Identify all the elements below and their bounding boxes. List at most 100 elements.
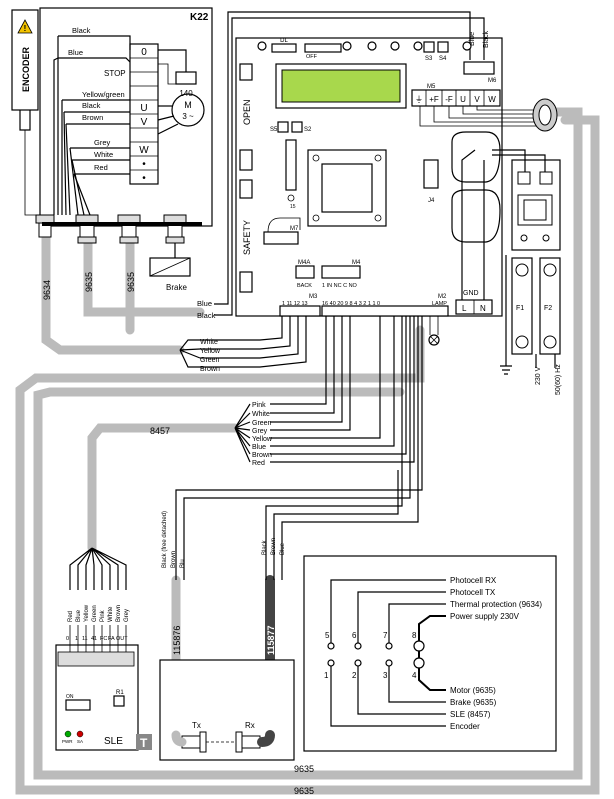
sle-cable-wire-0: Pink (252, 402, 266, 409)
m2-label: M2 (438, 294, 447, 300)
pin-6: 6 (352, 631, 357, 640)
fuse-f1 (511, 257, 533, 355)
legend-brake: Brake (9635) (450, 698, 497, 707)
f2-label: F2 (544, 305, 552, 312)
svg-text:•: • (142, 159, 146, 170)
k22-wire-5: Grey (94, 138, 111, 147)
svg-text:Brown: Brown (271, 538, 277, 555)
m4a-connector (295, 265, 315, 279)
svg-text:Brown: Brown (171, 551, 177, 568)
cable-115877-label: 115877 (266, 625, 276, 655)
pin-8: 8 (412, 631, 417, 640)
k22-terminal-0: 0 (141, 47, 147, 58)
m5-label: M5 (427, 84, 436, 90)
k22-bottom-bar (42, 222, 202, 226)
s3-label: S3 (425, 56, 433, 62)
t-badge-label: T (140, 736, 148, 750)
dl-label: DL (280, 38, 288, 44)
pwr-led (64, 730, 72, 738)
svg-text:0: 0 (66, 636, 69, 642)
t-badge (136, 734, 152, 750)
svg-text:!: ! (24, 24, 27, 33)
trimmer-row (257, 41, 472, 51)
cable-9635-b-label: 9635 (126, 272, 136, 292)
connector-leader-lines (330, 579, 446, 727)
encoder-label: ENCODER (21, 46, 31, 92)
s4-label: S4 (439, 56, 447, 62)
s5-label: S5 (270, 127, 278, 133)
cable-9635-bottom-outer (15, 115, 600, 795)
m6-label: M6 (488, 78, 497, 84)
open-connector (239, 63, 253, 81)
encoder-wire-black: Black (197, 311, 216, 320)
sle-r1-label: R1 (116, 690, 124, 696)
m4a-label: M4A (298, 260, 310, 266)
legend-sle: SLE (8457) (450, 710, 491, 719)
m5-terminals (425, 90, 485, 106)
safety-label: SAFETY (242, 220, 252, 255)
lcd-screen (281, 69, 401, 103)
fuse-f2 (539, 257, 561, 355)
j4-connector (423, 159, 439, 189)
encoder-wire-blue: Blue (197, 299, 212, 308)
legend-photocell-tx: Photocell TX (450, 588, 496, 597)
svg-text:Blu: Blu (180, 559, 186, 568)
off-label: OFF (306, 54, 318, 60)
sle-terminal-labels: 0 1 11 41 FC FA OUT (66, 636, 128, 642)
svg-text:•: • (142, 173, 146, 184)
svg-text:Blue: Blue (280, 542, 286, 555)
pin-1: 1 (324, 671, 329, 680)
sle-wires-to-board (270, 316, 415, 463)
pwr-label: PWR (62, 739, 73, 744)
m5-term-2: -F (445, 95, 453, 104)
svg-text:Black: Black (262, 539, 268, 555)
m3-wire-brown: Brown (200, 366, 220, 373)
gnd-label: GND (463, 290, 479, 297)
sle-cable-wire-4: Yellow (252, 436, 273, 443)
side-connector-4 (239, 271, 253, 293)
sle-cable-wire-3: Grey (252, 428, 268, 435)
pin-3: 3 (383, 671, 388, 680)
m3-connector (279, 305, 321, 317)
capacitor-label: 140 (179, 89, 193, 98)
voltage-label: 230 V (535, 366, 542, 385)
tx-wire-labels: Black (free detached) Brown Blu (162, 511, 186, 568)
m5-term-1: +F (429, 95, 439, 104)
m3-wire-yellow: Yellow (200, 348, 221, 355)
m4-terminals: 1 IN NC C NO (322, 283, 358, 289)
k22-stop-label: STOP (104, 69, 126, 78)
sle-cable-wire-5: Blue (252, 444, 266, 451)
ground-symbol (500, 255, 512, 375)
legend-motor: Motor (9635) (450, 686, 496, 695)
rx-wire-labels: Black Brown Blue (262, 538, 286, 555)
k22-wire-0: Black (72, 26, 91, 35)
s2-label: S2 (304, 127, 312, 133)
svg-text:Yellow: Yellow (84, 604, 90, 622)
cable-9634-label: 9634 (42, 280, 52, 300)
motor-label: M (184, 100, 192, 110)
pin-5: 5 (325, 631, 330, 640)
pin-4: 4 (412, 671, 417, 680)
j4-label: J4 (428, 198, 435, 204)
freq-label: 50(60) Hz (555, 364, 562, 395)
encoder-gland (19, 110, 31, 131)
l-label: L (462, 304, 467, 313)
rx-label: Rx (245, 721, 255, 730)
m7-label: M7 (290, 226, 299, 232)
sa-led (76, 730, 84, 738)
sle-r1-trimmer (113, 695, 125, 707)
cable-8457-path (87, 423, 240, 553)
pin-2: 2 (352, 671, 357, 680)
svg-text:White: White (108, 606, 114, 622)
legend-encoder: Encoder (450, 722, 480, 731)
k22-terminal-v: V (141, 117, 148, 128)
svg-text:15: 15 (290, 204, 296, 210)
legend-photocell-rx: Photocell RX (450, 576, 497, 585)
capacitor-box (175, 71, 197, 85)
connector-diagram (303, 555, 557, 752)
s3-button (423, 41, 435, 53)
m2-numbers: 16 40 20 9 8 4 3 2 1 1 0 (322, 301, 380, 307)
n-label: N (480, 304, 486, 313)
svg-text:Grey: Grey (124, 609, 130, 622)
legend-power: Power supply 230V (450, 612, 520, 621)
